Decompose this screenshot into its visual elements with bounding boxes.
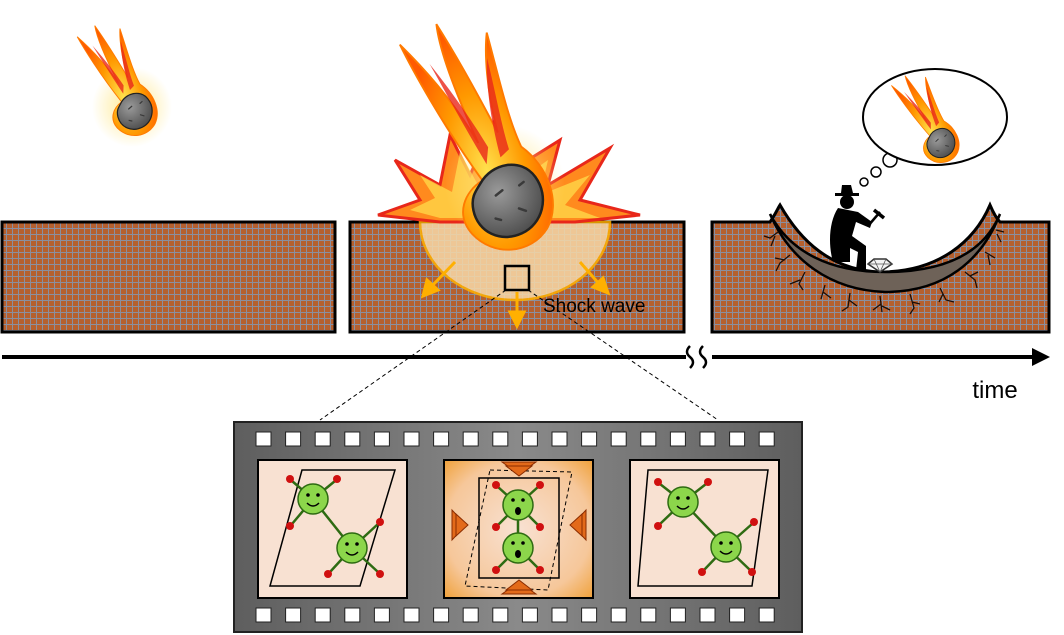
sprocket-hole (551, 607, 568, 623)
sprocket-hole (462, 431, 479, 447)
sprocket-hole (640, 431, 657, 447)
meteor-impact-icon (396, 6, 565, 266)
sprocket-hole (640, 607, 657, 623)
sprocket-hole (433, 607, 450, 623)
sprocket-hole (403, 607, 420, 623)
sprocket-holes-bottom (255, 607, 775, 623)
compression-arrows (451, 461, 587, 595)
thought-bubble-icon (859, 65, 1008, 187)
sprocket-hole (669, 431, 686, 447)
shock-arrows (420, 260, 611, 330)
crater-cracks (763, 229, 1005, 315)
sprocket-hole (344, 431, 361, 447)
shock-wave-label: Shock wave (543, 296, 645, 317)
time-label: time (972, 377, 1017, 404)
sprocket-hole (285, 607, 302, 623)
sprocket-hole (669, 607, 686, 623)
sprocket-hole (758, 607, 775, 623)
shock-zone (418, 220, 612, 302)
sprocket-hole (373, 607, 390, 623)
sprocket-hole (492, 607, 509, 623)
sprocket-holes-top (255, 431, 775, 447)
sprocket-hole (492, 431, 509, 447)
diamond-icon (866, 258, 894, 273)
film-frame-sheared (629, 459, 780, 599)
sprocket-hole (255, 431, 272, 447)
time-arrow-icon (2, 345, 1050, 369)
geologist-icon (830, 185, 886, 270)
sprocket-hole (610, 607, 627, 623)
sprocket-hole (433, 431, 450, 447)
sprocket-hole (255, 607, 272, 623)
sprocket-hole (314, 607, 331, 623)
sprocket-hole (729, 431, 746, 447)
meteor-falling-icon (74, 15, 172, 147)
sprocket-hole (699, 607, 716, 623)
sprocket-hole (403, 431, 420, 447)
ground-panel-crater (710, 185, 1051, 334)
film-frame-compressed (443, 459, 594, 599)
sprocket-hole (610, 431, 627, 447)
sprocket-hole (581, 607, 598, 623)
sprocket-hole (462, 607, 479, 623)
sprocket-hole (344, 607, 361, 623)
sprocket-hole (729, 607, 746, 623)
sprocket-hole (581, 431, 598, 447)
zoom-box (503, 264, 531, 292)
sprocket-hole (314, 431, 331, 447)
film-strip (233, 421, 803, 633)
sprocket-hole (758, 431, 775, 447)
sprocket-hole (285, 431, 302, 447)
sprocket-hole (699, 431, 716, 447)
sprocket-hole (521, 431, 538, 447)
zoom-guide-lines (319, 289, 719, 421)
sprocket-hole (521, 607, 538, 623)
ground-panel-before (0, 220, 337, 334)
film-frame-initial (257, 459, 408, 599)
sprocket-hole (373, 431, 390, 447)
sprocket-hole (551, 431, 568, 447)
